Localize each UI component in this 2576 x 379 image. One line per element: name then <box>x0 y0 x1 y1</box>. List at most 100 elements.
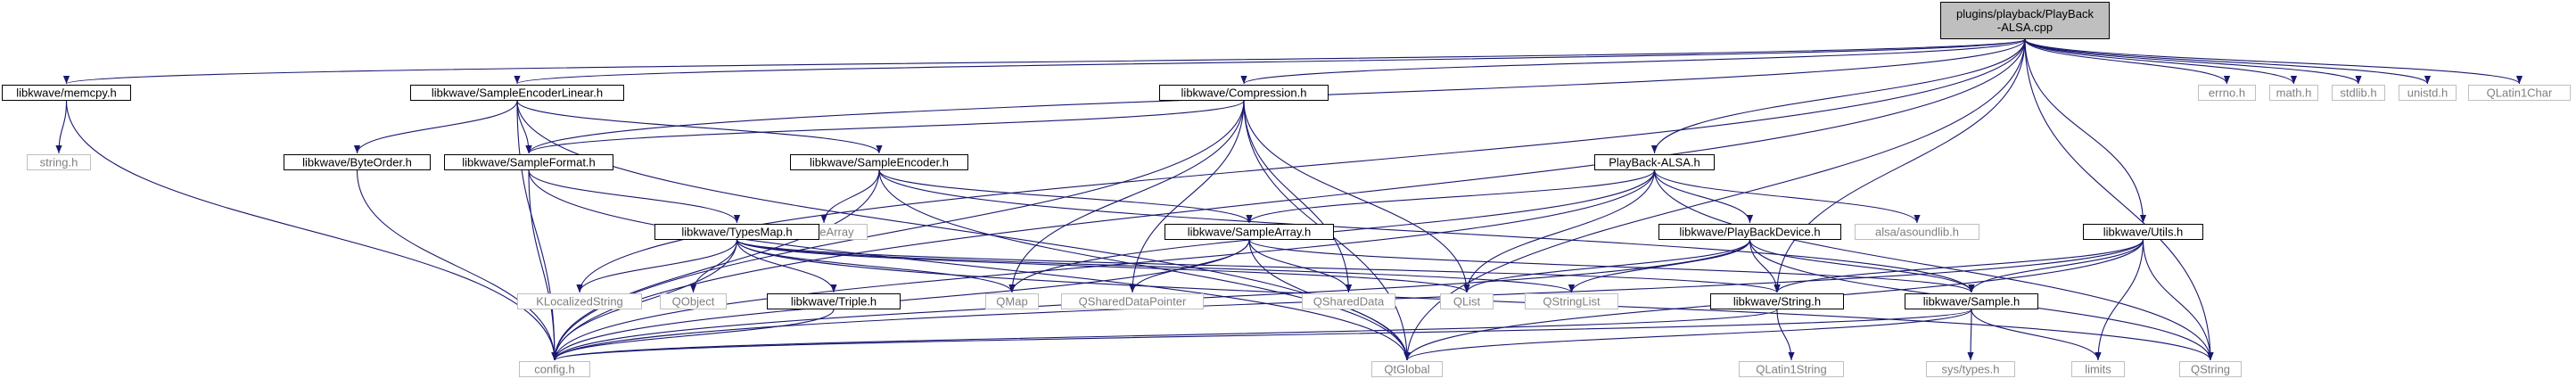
node-sarray[interactable]: libkwave/SampleArray.h <box>1165 224 1334 240</box>
edge-sformat-to-qtglobal <box>528 169 1411 361</box>
node-sel-label: libkwave/SampleEncoderLinear.h <box>432 87 603 100</box>
node-comp[interactable]: libkwave/Compression.h <box>1159 85 1329 101</box>
edge-root-to-memcpy <box>63 38 2026 85</box>
node-utils[interactable]: libkwave/Utils.h <box>2083 224 2203 240</box>
node-stdlib-label: stdlib.h <box>2340 87 2376 100</box>
node-root-label: plugins/playback/PlayBack-ALSA.cpp <box>1956 7 2094 34</box>
node-qtglobal-label: QtGlobal <box>1384 363 1429 376</box>
node-sformat-label-line: libkwave/SampleFormat.h <box>462 156 596 169</box>
node-pbalsa-label: PlayBack-ALSA.h <box>1609 156 1700 169</box>
node-stdlib-box <box>2332 85 2385 101</box>
node-qlist-label: QList <box>1453 295 1481 309</box>
edge-sencoder-to-qtglobal <box>878 169 1411 361</box>
edge-kstring-to-qlatin1string <box>1776 309 1795 361</box>
node-root[interactable]: plugins/playback/PlayBack-ALSA.cpp <box>1940 2 2110 39</box>
edge-pbdevice-to-qlist <box>1463 239 1751 293</box>
node-utils-box <box>2083 224 2203 240</box>
node-pbdevice[interactable]: libkwave/PlayBackDevice.h <box>1658 224 1841 240</box>
edge-root-to-errno <box>2024 38 2231 85</box>
edge-triple-to-config <box>551 309 835 361</box>
edge-ksample-to-limits <box>1971 309 2102 361</box>
edge-sformat-to-config <box>528 169 558 361</box>
node-qstring-box <box>2179 361 2242 377</box>
node-config: config.h <box>519 361 590 377</box>
node-memcpy[interactable]: libkwave/memcpy.h <box>2 85 131 101</box>
node-sencoder-label-line: libkwave/SampleEncoder.h <box>810 156 949 169</box>
node-systypes-label-line: sys/types.h <box>1941 363 1999 376</box>
node-memcpy-label-line: libkwave/memcpy.h <box>16 87 116 100</box>
edge-comp-to-qmap <box>1008 100 1245 293</box>
node-sarray-box <box>1165 224 1334 240</box>
node-byteorder[interactable]: libkwave/ByteOrder.h <box>284 154 431 170</box>
edge-memcpy-to-config <box>65 100 558 361</box>
node-limits-label: limits <box>2085 363 2111 376</box>
node-qstringlist-box <box>1525 293 1618 309</box>
node-sarray-label: libkwave/SampleArray.h <box>1188 226 1311 239</box>
edge-root-to-pbalsa <box>1650 38 2026 154</box>
node-pbalsa-box <box>1594 154 1715 170</box>
node-comp-label: libkwave/Compression.h <box>1181 87 1307 100</box>
node-klocalized-label-line: KLocalizedString <box>536 295 623 309</box>
node-qmap-label: QMap <box>996 295 1027 309</box>
node-asound-label: alsa/asoundlib.h <box>1875 226 1959 239</box>
node-kstring[interactable]: libkwave/String.h <box>1710 293 1844 309</box>
node-pbdevice-label: libkwave/PlayBackDevice.h <box>1679 226 1820 239</box>
node-sformat[interactable]: libkwave/SampleFormat.h <box>444 154 613 170</box>
node-qstringlist-label: QStringList <box>1543 295 1601 309</box>
node-sencoder[interactable]: libkwave/SampleEncoder.h <box>790 154 968 170</box>
node-config-label-line: config.h <box>534 363 575 376</box>
node-stringh-box <box>27 154 91 170</box>
dependency-edges <box>55 38 2523 361</box>
node-qstring-label: QString <box>2191 363 2230 376</box>
node-triple[interactable]: libkwave/Triple.h <box>767 293 901 309</box>
node-comp-box <box>1159 85 1329 101</box>
edge-sarray-to-config <box>551 239 1250 361</box>
node-pbdevice-label-line: libkwave/PlayBackDevice.h <box>1679 226 1820 239</box>
edge-typesmap-to-config <box>551 239 738 361</box>
edge-comp-to-sformat <box>525 100 1245 154</box>
node-systypes-label: sys/types.h <box>1941 363 1999 376</box>
edge-comp-to-qlist <box>1243 100 1470 293</box>
node-byteorder-box <box>284 154 431 170</box>
edge-utils-to-ksample <box>1968 239 2144 293</box>
node-qshareddata-box <box>1302 293 1395 309</box>
edge-pbdevice-to-kstring <box>1749 239 1781 293</box>
node-errno: errno.h <box>2198 85 2256 101</box>
node-ksample-label: libkwave/Sample.h <box>1923 295 2020 309</box>
node-qlatin1char-label-line: QLatin1Char <box>2487 87 2553 100</box>
node-qsdp-box <box>1061 293 1204 309</box>
node-qsdp-label-line: QSharedDataPointer <box>1079 295 1187 309</box>
node-root-label-line: -ALSA.cpp <box>1997 21 2053 34</box>
node-typesmap-box <box>654 224 819 240</box>
edge-typesmap-to-triple <box>736 239 837 293</box>
edge-sarray-to-qshareddata <box>1248 239 1353 293</box>
node-qmap-box <box>985 293 1039 309</box>
node-qobject-label-line: QObject <box>672 295 715 309</box>
node-typesmap[interactable]: libkwave/TypesMap.h <box>654 224 819 240</box>
node-comp-label-line: libkwave/Compression.h <box>1181 87 1307 100</box>
edge-pbalsa-to-qstring <box>1653 169 2214 361</box>
edge-typesmap-to-qlist <box>736 239 1470 293</box>
node-sel[interactable]: libkwave/SampleEncoderLinear.h <box>410 85 624 101</box>
node-pbalsa[interactable]: PlayBack-ALSA.h <box>1594 154 1715 170</box>
node-typesmap-label: libkwave/TypesMap.h <box>681 226 792 239</box>
edge-byteorder-to-config <box>356 169 558 361</box>
edge-comp-to-qshareddata <box>1243 100 1353 293</box>
node-ksample-label-line: libkwave/Sample.h <box>1923 295 2020 309</box>
node-math-label-line: math.h <box>2276 87 2312 100</box>
node-qlist-label-line: QList <box>1453 295 1481 309</box>
edge-pbalsa-to-config <box>551 169 1656 361</box>
edge-root-to-qlatin1char <box>2024 38 2523 85</box>
node-utils-label-line: libkwave/Utils.h <box>2103 226 2184 239</box>
node-unistd-box <box>2399 85 2457 101</box>
edge-sel-to-config <box>516 100 558 361</box>
node-triple-label-line: libkwave/Triple.h <box>791 295 876 309</box>
edge-utils-to-kstring <box>1774 239 2144 293</box>
edge-sel-to-byteorder <box>353 100 518 154</box>
node-systypes: sys/types.h <box>1926 361 2015 377</box>
node-triple-box <box>767 293 901 309</box>
edge-typesmap-to-qstringlist <box>736 239 1575 293</box>
node-ksample[interactable]: libkwave/Sample.h <box>1905 293 2038 309</box>
node-math-box <box>2269 85 2318 101</box>
